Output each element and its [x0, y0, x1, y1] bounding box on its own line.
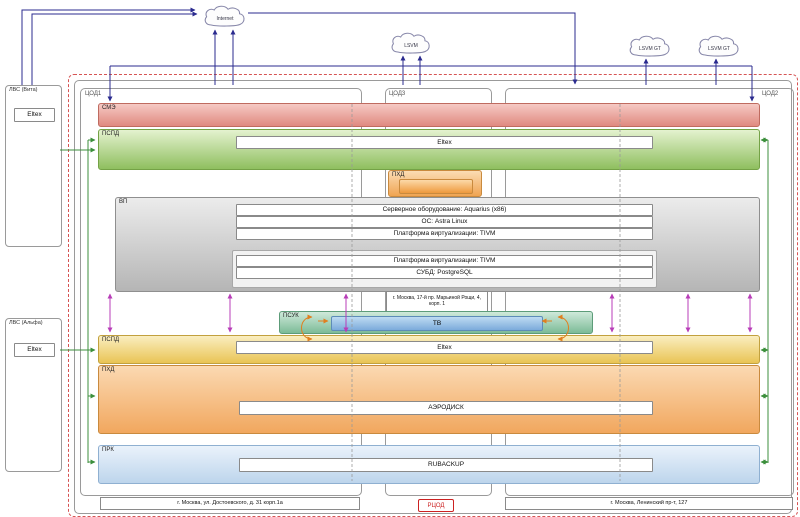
eltex-box-top: Eltex: [236, 136, 653, 149]
lvs-vita-box: ЛВС (Вита) Eltex: [5, 85, 62, 247]
band-prk-label: ПРК: [102, 447, 114, 453]
aerodisk-box: АЭРОДИСК: [239, 401, 653, 415]
band-pspd-top: ПСПД Eltex: [98, 129, 760, 170]
cloud-lsvm-label: LSVM: [404, 43, 418, 49]
lvs-alfa-eltex: Eltex: [14, 343, 55, 357]
band-phd-label: ПХД: [102, 367, 115, 373]
rubackup-box: RUBACKUP: [239, 458, 653, 472]
band-vp: ВП Серверное оборудование: Aquarius (x86…: [115, 197, 760, 292]
vp-virt-box-2: Платформа виртуализации: TIVM: [236, 255, 653, 267]
phd-small-inner-box: [399, 179, 473, 194]
band-pspd-top-label: ПСПД: [102, 131, 120, 137]
dc1-label: ЦОД1: [85, 91, 102, 97]
band-psuk: ПСУК ТВ: [279, 311, 593, 334]
lvs-alfa-box: ЛВС (Альфа) Eltex: [5, 318, 62, 472]
lvs-alfa-label: ЛВС (Альфа): [9, 320, 43, 326]
address-right: г. Москва, Ленинский пр-т, 127: [505, 497, 793, 510]
vp-os-box: ОС: Astra Linux: [236, 216, 653, 228]
rcod-label: РЦОД: [418, 499, 454, 512]
band-sme: СМЭ: [98, 103, 760, 127]
vp-server-box: Серверное оборудование: Aquarius (x86): [236, 204, 653, 216]
band-phd-small-label: ПХД: [392, 172, 405, 178]
cloud-lsvm-gt-2: LSVM GT: [696, 34, 742, 58]
dc1-box: [80, 88, 362, 496]
cloud-lsvm: LSVM: [389, 31, 433, 55]
vp-virt-box-1: Платформа виртуализации: TIVM: [236, 228, 653, 240]
band-phd-small: ПХД: [388, 170, 482, 197]
vp-db-box: СУБД: PostgreSQL: [236, 267, 653, 279]
band-pspd-bottom-label: ПСПД: [102, 337, 120, 343]
dc3-box: [385, 88, 492, 496]
cloud-lsvm-gt-1-label: LSVM GT: [639, 46, 661, 52]
band-sme-label: СМЭ: [102, 105, 116, 111]
band-phd: ПХД АЭРОДИСК: [98, 365, 760, 434]
dc2-label: ЦОД2: [762, 91, 779, 97]
cloud-lsvm-gt-1: LSVM GT: [627, 34, 673, 58]
eltex-box-bottom: Eltex: [236, 341, 653, 354]
band-psuk-label: ПСУК: [283, 313, 299, 319]
dc2-box: [505, 88, 794, 496]
lvs-vita-label: ЛВС (Вита): [9, 87, 38, 93]
mid-address-box: г. Москва, 17-й пр. Марьиной Рощи, 4, ко…: [386, 291, 488, 312]
cloud-internet-label: Internet: [216, 16, 234, 22]
cloud-icon: [391, 32, 430, 54]
cloud-icon: [204, 5, 245, 27]
lvs-vita-eltex: Eltex: [14, 108, 55, 122]
band-pspd-bottom: ПСПД Eltex: [98, 335, 760, 364]
cloud-lsvm-gt-2-label: LSVM GT: [708, 46, 730, 52]
tv-box: ТВ: [331, 316, 543, 331]
band-vp-label: ВП: [119, 199, 128, 205]
cloud-icon: [629, 35, 670, 57]
band-prk: ПРК RUBACKUP: [98, 445, 760, 484]
cloud-internet: Internet: [202, 4, 248, 28]
address-left: г. Москва, ул. Достоевского, д. 31 корп.…: [100, 497, 360, 510]
dc3-label: ЦОД3: [389, 91, 406, 97]
cloud-icon: [698, 35, 739, 57]
